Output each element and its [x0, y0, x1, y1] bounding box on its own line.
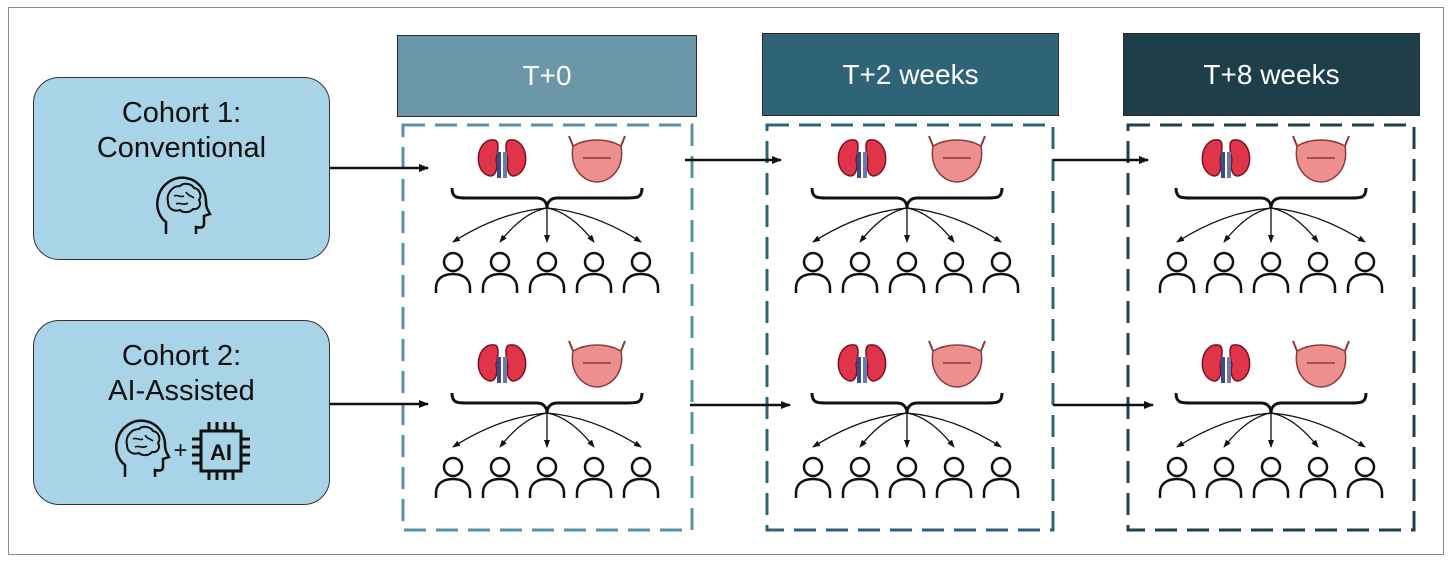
fan-arrow: [1270, 207, 1366, 243]
person-icon: [1346, 251, 1384, 293]
fan-arrow: [546, 207, 642, 243]
cohort-2-subtitle: AI-Assisted: [108, 375, 255, 407]
plus-sign: +: [173, 437, 188, 464]
fan-arrow: [499, 207, 548, 243]
fan-arrow: [1223, 207, 1272, 243]
cohort-1-box: Cohort 1: Conventional: [33, 77, 330, 260]
timepoint-group-box: [765, 123, 1055, 532]
cohort-2-box: Cohort 2: AI-Assisted + AI: [33, 320, 330, 505]
fan-arrow: [546, 207, 595, 243]
person-icon: [1346, 456, 1384, 498]
curly-brace: [810, 392, 1004, 414]
person-icon: [434, 456, 472, 498]
person-icon: [575, 456, 613, 498]
person-icon: [622, 251, 660, 293]
fan-arrow: [1270, 412, 1319, 448]
person-icon: [982, 251, 1020, 293]
timepoint-label-t2: T+2 weeks: [842, 58, 979, 90]
person-icon: [528, 456, 566, 498]
person-icon: [935, 251, 973, 293]
person-icon: [1252, 456, 1290, 498]
person-icon: [481, 456, 519, 498]
person-icon: [1205, 251, 1243, 293]
fan-arrow: [1176, 207, 1272, 243]
kidney-icon: [837, 139, 887, 178]
curly-brace: [810, 187, 1004, 209]
fan-arrow: [906, 207, 1002, 243]
person-icon: [1158, 456, 1196, 498]
fan-arrow: [1223, 412, 1272, 448]
cohort-1-title: Cohort 1:: [121, 97, 242, 129]
bladder-icon: [568, 340, 626, 388]
bladder-icon: [928, 135, 986, 183]
person-icon: [1205, 456, 1243, 498]
timepoint-header-t2: T+2 weeks: [762, 33, 1059, 116]
cohort-2-title: Cohort 2:: [121, 340, 242, 372]
person-icon: [575, 251, 613, 293]
timepoint-group-box: [401, 123, 694, 532]
figure-frame: [8, 7, 1444, 555]
kidney-icon: [477, 139, 527, 178]
curly-brace: [450, 187, 644, 209]
person-icon: [841, 251, 879, 293]
head-brain-icon: [155, 176, 212, 234]
fan-arrow: [546, 412, 642, 448]
timepoint-group-box: [1126, 123, 1416, 532]
person-icon: [1252, 251, 1290, 293]
fan-arrow: [1270, 207, 1319, 243]
timepoint-header-t8: T+8 weeks: [1123, 33, 1420, 116]
kidney-icon: [1201, 344, 1251, 383]
person-icon: [982, 456, 1020, 498]
fan-arrow: [906, 207, 955, 243]
curly-brace: [450, 392, 644, 414]
kidney-icon: [837, 344, 887, 383]
person-icon: [622, 456, 660, 498]
fan-arrow: [859, 412, 908, 448]
bladder-icon: [1292, 340, 1350, 388]
fan-arrow: [812, 412, 908, 448]
fan-arrow: [452, 412, 548, 448]
fan-arrow: [812, 207, 908, 243]
bladder-icon: [568, 135, 626, 183]
fan-arrow: [452, 207, 548, 243]
timepoint-label-t0: T+0: [522, 60, 572, 91]
person-icon: [1299, 456, 1337, 498]
person-icon: [888, 251, 926, 293]
person-icon: [935, 456, 973, 498]
person-icon: [888, 456, 926, 498]
head-brain-icon: [115, 419, 172, 477]
cohort-1-subtitle: Conventional: [96, 132, 267, 164]
fan-arrow: [906, 412, 955, 448]
person-icon: [1158, 251, 1196, 293]
kidney-icon: [477, 344, 527, 383]
person-icon: [481, 251, 519, 293]
fan-arrow: [906, 412, 1002, 448]
person-icon: [794, 251, 832, 293]
curly-brace: [1174, 392, 1368, 414]
fan-arrow: [499, 412, 548, 448]
person-icon: [528, 251, 566, 293]
ai-chip-label: AI: [210, 440, 232, 465]
person-icon: [1299, 251, 1337, 293]
timepoint-label-t8: T+8 weeks: [1203, 58, 1340, 90]
bladder-icon: [928, 340, 986, 388]
person-icon: [841, 456, 879, 498]
fan-arrow: [1270, 412, 1366, 448]
person-icon: [434, 251, 472, 293]
fan-arrow: [546, 412, 595, 448]
kidney-icon: [1201, 139, 1251, 178]
curly-brace: [1174, 187, 1368, 209]
ai-chip-icon: AI: [191, 422, 250, 480]
fan-arrow: [859, 207, 908, 243]
timepoint-header-t0: T+0: [397, 35, 697, 117]
bladder-icon: [1292, 135, 1350, 183]
fan-arrow: [1176, 412, 1272, 448]
person-icon: [794, 456, 832, 498]
